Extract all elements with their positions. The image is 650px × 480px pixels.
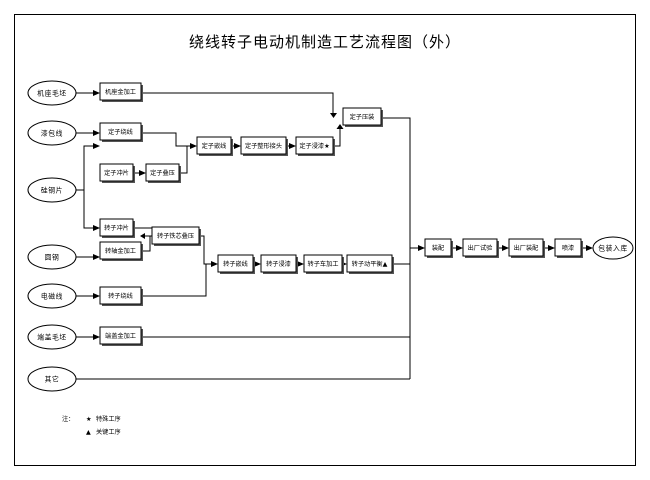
node-input-yuangang[interactable]: 圆钢 <box>27 244 77 270</box>
node-label: 转子铁芯叠压 <box>157 232 194 240</box>
node-label: 转子动平衡▲ <box>352 260 388 268</box>
node-output-baozhuang-ruku[interactable]: 包装入库 <box>592 236 634 260</box>
node-process-penqi[interactable]: 喷漆 <box>554 238 583 258</box>
legend-label-key: 关键工序 <box>96 428 121 436</box>
node-label: 其它 <box>45 375 60 384</box>
node-label: 端盖金加工 <box>105 332 136 340</box>
node-process-jizuo-jinjiagong[interactable]: 机座金加工 <box>99 82 143 102</box>
diagram-frame <box>14 14 636 466</box>
node-label: 喷漆 <box>562 244 574 252</box>
node-label: 定子整形接头 <box>245 142 282 150</box>
page-title: 绕线转子电动机制造工艺流程图（外） <box>189 33 461 51</box>
node-process-zhuanzhou-jinjiagong[interactable]: 转轴金加工 <box>99 241 143 261</box>
node-label: 转子绕线 <box>108 292 133 300</box>
node-label: 转子冲片 <box>104 224 129 232</box>
node-process-zhuanzi-qianxian[interactable]: 转子嵌线 <box>217 254 255 274</box>
legend-symbol-special: ★ <box>86 416 92 423</box>
node-process-zhuangpei[interactable]: 装配 <box>424 238 453 258</box>
node-label: 机座金加工 <box>105 88 136 96</box>
node-label: 定子压装 <box>350 113 375 121</box>
node-process-dingzi-jinqi[interactable]: 定子浸漆★ <box>295 136 335 156</box>
node-process-dingzi-zhengxing-jietou[interactable]: 定子整形接头 <box>240 136 288 156</box>
node-label: 电磁线 <box>41 292 63 301</box>
node-label: 出厂装配 <box>514 244 539 252</box>
node-process-zhuanzi-raoxian[interactable]: 转子绕线 <box>99 286 143 306</box>
legend-prefix: 注： <box>62 415 74 423</box>
node-label: 圆钢 <box>45 253 60 262</box>
node-label: 漆包线 <box>41 129 63 138</box>
node-process-chuchang-zhuangpei[interactable]: 出厂装配 <box>508 238 545 258</box>
node-label: 出厂试验 <box>468 244 494 252</box>
node-process-zhuanzi-jinqi[interactable]: 转子浸漆 <box>260 254 298 274</box>
connector-layer <box>76 90 593 380</box>
node-label: 定子叠压 <box>150 169 175 177</box>
node-label: 硅钢片 <box>41 186 63 195</box>
node-label: 定子冲片 <box>104 169 129 177</box>
node-label: 定子绕线 <box>108 128 133 136</box>
node-process-dingzi-qianxian[interactable]: 定子嵌线 <box>196 136 233 156</box>
node-process-zhuanzi-dongpingheng[interactable]: 转子动平衡▲ <box>346 254 394 274</box>
node-label: 转子浸漆 <box>266 260 291 268</box>
legend: 注： ★ 特殊工序 ▲ 关键工序 <box>62 415 121 436</box>
node-label: 装配 <box>432 244 444 252</box>
node-process-duangai-jinjiagong[interactable]: 端盖金加工 <box>99 326 143 346</box>
input-node-group: 机座毛坯 漆包线 硅钢片 圆钢 电磁线 端盖毛坯 <box>27 80 77 392</box>
node-input-jizuo-maopi[interactable]: 机座毛坯 <box>27 80 77 106</box>
node-label: 转轴金加工 <box>105 247 136 255</box>
node-label: 转子车加工 <box>308 260 339 268</box>
legend-label-special: 特殊工序 <box>96 415 121 423</box>
node-input-duangai-maopi[interactable]: 端盖毛坯 <box>27 324 77 350</box>
node-input-diancixian[interactable]: 电磁线 <box>27 283 77 309</box>
node-process-chuchang-shiyan[interactable]: 出厂试验 <box>462 238 499 258</box>
node-label: 定子嵌线 <box>202 142 227 150</box>
node-process-dingzi-dieya[interactable]: 定子叠压 <box>145 163 181 183</box>
node-process-zhuanzi-chejiagong[interactable]: 转子车加工 <box>303 254 344 274</box>
node-label: 转子嵌线 <box>223 260 248 268</box>
node-input-qibaoxian[interactable]: 漆包线 <box>27 120 77 146</box>
node-process-zhuanzi-chongpian[interactable]: 转子冲片 <box>99 218 135 238</box>
node-label: 定子浸漆★ <box>299 142 330 150</box>
node-process-dingzi-chongpian[interactable]: 定子冲片 <box>99 163 135 183</box>
node-process-zhuanzi-tiexin-dieya[interactable]: 转子铁芯叠压 <box>151 226 201 246</box>
node-process-dingzi-raoxian[interactable]: 定子绕线 <box>99 122 143 142</box>
node-input-guigangpian[interactable]: 硅钢片 <box>27 177 77 203</box>
node-process-dingzi-yazhuang[interactable]: 定子压装 <box>342 107 383 127</box>
node-label: 包装入库 <box>598 244 628 253</box>
node-label: 端盖毛坯 <box>37 333 67 342</box>
node-label: 机座毛坯 <box>37 89 67 98</box>
process-node-group: 机座金加工 定子绕线 定子冲片 定子叠压 定子嵌线 <box>99 82 583 346</box>
node-input-qita[interactable]: 其它 <box>27 366 77 392</box>
legend-symbol-key: ▲ <box>86 429 91 436</box>
